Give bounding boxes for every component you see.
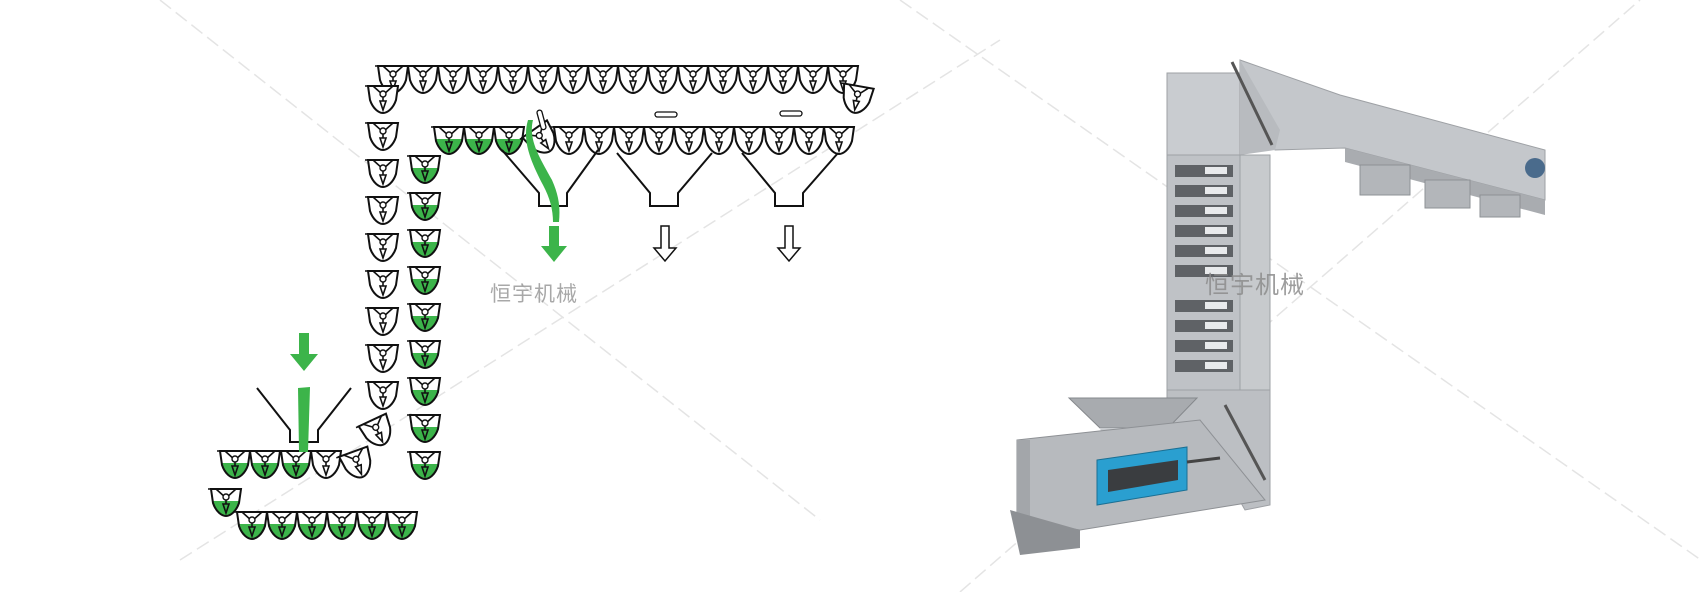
bucket-empty: [365, 85, 400, 115]
bucket-filled: [217, 450, 252, 480]
bucket-empty: [365, 122, 400, 152]
machine-bucket-highlight: [1205, 362, 1227, 369]
bucket-empty: [795, 65, 830, 95]
bucket-empty: [735, 65, 770, 95]
bucket-empty: [365, 196, 400, 226]
bucket-filled: [407, 229, 442, 259]
machine-bucket-highlight: [1205, 167, 1227, 174]
bucket-empty: [611, 126, 646, 156]
bucket-empty: [365, 233, 400, 263]
machine-bucket-highlight: [1205, 247, 1227, 254]
bucket-filled: [234, 511, 269, 541]
bucket-filled: [247, 450, 282, 480]
bucket-empty: [465, 65, 500, 95]
bucket-empty: [671, 126, 706, 156]
visible-buckets: [1175, 165, 1233, 372]
feed-material-stream: [298, 387, 310, 452]
bucket-empty: [555, 65, 590, 95]
machine-bucket-highlight: [1205, 267, 1227, 274]
bucket-empty: [791, 126, 826, 156]
bucket-filled: [354, 511, 389, 541]
bucket-filled: [278, 450, 313, 480]
bucket-empty: [308, 450, 343, 480]
discharge-hopper-3: [741, 152, 839, 207]
bucket-filled: [407, 155, 442, 185]
bucket-empty: [365, 159, 400, 189]
bucket-filled: [407, 303, 442, 333]
drive-motor: [1525, 158, 1545, 178]
bucket-filled: [461, 126, 496, 156]
discharge-arrow-active: [541, 226, 567, 262]
bucket-empty: [365, 270, 400, 300]
discharge-arrow-idle-2: [652, 225, 678, 263]
material-piece-icon: [536, 109, 803, 131]
machine-outlets: [1359, 164, 1521, 218]
bucket-empty: [581, 126, 616, 156]
machine-watermark-text: 恒宇机械: [1205, 271, 1305, 299]
bucket-empty: [841, 82, 875, 114]
bucket-empty: [731, 126, 766, 156]
bucket-empty: [365, 344, 400, 374]
bucket-empty: [495, 65, 530, 95]
machine-bucket-highlight: [1205, 342, 1227, 349]
bucket-filled: [407, 451, 442, 481]
machine-bucket-highlight: [1205, 227, 1227, 234]
discharge-arrow-idle-3: [776, 225, 802, 263]
bucket-empty: [405, 65, 440, 95]
feed-arrow: [290, 333, 318, 371]
bucket-empty: [765, 65, 800, 95]
bucket-filled: [407, 377, 442, 407]
bucket-empty: [675, 65, 710, 95]
machine-bucket-highlight: [1205, 322, 1227, 329]
bucket-filled: [384, 511, 419, 541]
bucket-empty: [365, 381, 400, 411]
bucket-filled: [491, 126, 526, 156]
bucket-filled: [294, 511, 329, 541]
bucket-empty: [761, 126, 796, 156]
bucket-filled: [264, 511, 299, 541]
bucket-empty: [551, 126, 586, 156]
machine-bucket-highlight: [1205, 187, 1227, 194]
machine-tower-head: [1166, 72, 1241, 156]
bucket-filled: [324, 511, 359, 541]
bucket-empty: [645, 65, 680, 95]
bucket-empty: [615, 65, 650, 95]
bucket-elevator-machine: [1010, 59, 1546, 555]
bucket-filled: [431, 126, 466, 156]
bucket-empty: [525, 65, 560, 95]
machine-bucket-highlight: [1205, 207, 1227, 214]
bucket-empty: [355, 412, 392, 447]
discharge-material-stream: [525, 120, 560, 222]
machine-bucket-highlight: [1205, 302, 1227, 309]
bucket-filled: [407, 340, 442, 370]
bucket-filled: [208, 488, 243, 518]
bucket-empty: [821, 126, 856, 156]
bucket-empty: [701, 126, 736, 156]
elevator-schematic: [208, 65, 875, 541]
bucket-filled: [407, 266, 442, 296]
bucket-empty: [435, 65, 470, 95]
discharge-hopper-2: [616, 152, 713, 207]
bucket-filled: [407, 414, 442, 444]
bucket-empty: [365, 307, 400, 337]
bucket-empty: [336, 445, 372, 479]
watermark-text: 恒宇机械: [490, 282, 578, 306]
bucket-empty: [585, 65, 620, 95]
bucket-empty: [705, 65, 740, 95]
bucket-empty: [641, 126, 676, 156]
bucket-chain: [208, 65, 875, 541]
bucket-filled: [407, 192, 442, 222]
